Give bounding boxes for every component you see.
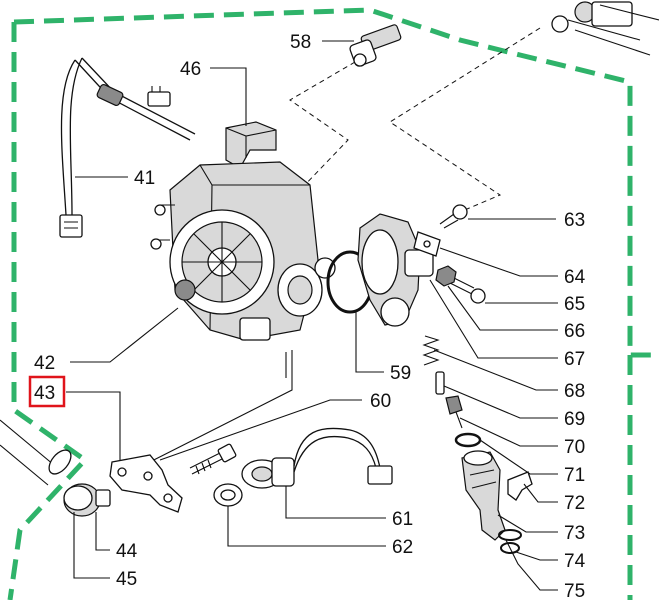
callout-61: 61 — [392, 509, 413, 530]
leader-66 — [447, 285, 558, 331]
leader-46 — [210, 67, 247, 126]
part-58-sensor — [349, 24, 402, 67]
leader-60 — [159, 399, 362, 461]
part-63-screw — [439, 204, 468, 229]
part-72-clip — [507, 471, 533, 501]
leader-71 — [479, 439, 558, 475]
part-46-bracket — [225, 121, 277, 169]
part-top-right-fitting — [551, 1, 659, 56]
callout-59: 59 — [390, 363, 411, 384]
part-70-valve — [445, 395, 463, 429]
callout-43: 43 — [34, 383, 55, 404]
part-66-nut — [435, 265, 457, 287]
callout-70: 70 — [564, 437, 585, 458]
part-44-knob — [63, 483, 111, 517]
part-60-screw — [189, 443, 237, 475]
part-62-washer — [213, 483, 243, 507]
callout-64: 64 — [564, 267, 586, 288]
part-41-wiring — [59, 57, 196, 238]
callout-68: 68 — [564, 381, 585, 402]
leader-73 — [497, 514, 558, 533]
callout-58: 58 — [290, 32, 311, 53]
callout-43-highlight — [28, 375, 66, 408]
leader-43 — [66, 391, 121, 460]
leader-75 — [505, 539, 558, 591]
part-42-pump-body — [150, 161, 336, 341]
guide-dash-right — [389, 27, 541, 213]
callout-65: 65 — [564, 294, 585, 315]
callout-69: 69 — [564, 409, 585, 430]
tube-part — [0, 419, 72, 486]
leader-74 — [515, 551, 558, 561]
leader-59 — [355, 312, 384, 373]
callout-42: 42 — [34, 353, 55, 374]
callout-41: 41 — [134, 168, 155, 189]
part-43-bracket — [109, 454, 183, 513]
leader-44 — [95, 512, 110, 551]
callout-72: 72 — [564, 493, 585, 514]
part-73-connector — [461, 450, 506, 541]
part-75-oring — [498, 529, 522, 541]
leader-72 — [523, 483, 558, 503]
part-61-grommet — [241, 427, 393, 489]
leader-67 — [429, 279, 558, 359]
part-71-oring — [454, 432, 482, 448]
part-68-spring — [422, 335, 440, 366]
assembly-boundary-top — [13, 7, 659, 358]
guide-dash-58 — [289, 61, 356, 191]
leader-64 — [439, 247, 558, 277]
callout-63: 63 — [564, 210, 585, 231]
leader-70 — [459, 417, 558, 447]
leader-62 — [227, 506, 386, 547]
callout-74: 74 — [564, 551, 586, 572]
part-69-pin — [435, 371, 445, 395]
leader-69 — [443, 385, 558, 419]
part-74-oring — [500, 542, 520, 554]
leader-42 — [70, 307, 179, 363]
part-cover-assembly — [357, 213, 434, 327]
callout-60: 60 — [370, 391, 391, 412]
callout-44: 44 — [116, 541, 138, 562]
callout-75: 75 — [564, 581, 585, 600]
callout-45: 45 — [116, 569, 137, 590]
callout-73: 73 — [564, 523, 585, 544]
callout-46: 46 — [180, 59, 201, 80]
guide-pump-down — [133, 350, 293, 471]
part-64-plate — [413, 231, 441, 257]
leader-68 — [433, 349, 558, 391]
callout-66: 66 — [564, 321, 585, 342]
assembly-boundary — [7, 22, 89, 600]
leader-61 — [285, 486, 386, 519]
callout-71: 71 — [564, 465, 585, 486]
callout-62: 62 — [392, 537, 413, 558]
leader-45 — [73, 512, 110, 579]
callout-67: 67 — [564, 349, 585, 370]
